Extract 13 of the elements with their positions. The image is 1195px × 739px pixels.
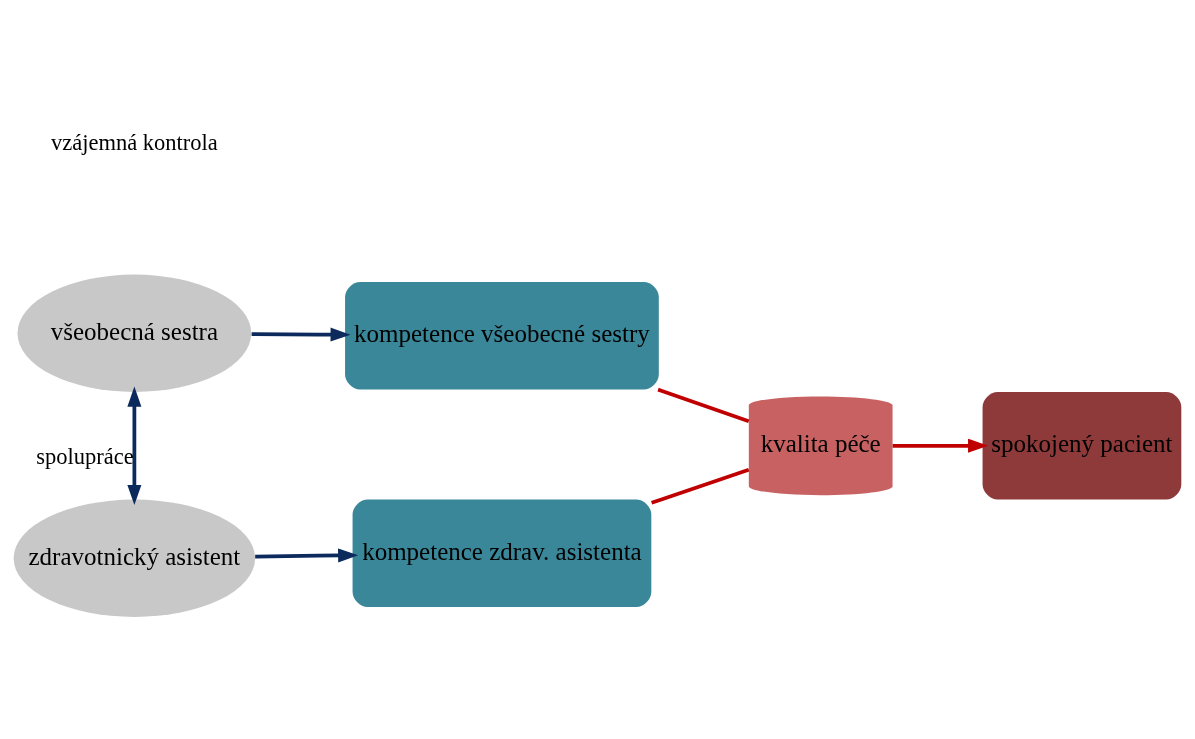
arrow — [255, 548, 359, 563]
node-box: spokojený pacient — [982, 392, 1182, 500]
edge-label: spolupráce — [36, 443, 134, 469]
connector — [657, 387, 750, 423]
node-ellipse: zdravotnický asistent — [13, 499, 256, 617]
arrow — [127, 386, 142, 506]
label: vzájemná kontrola — [50, 130, 218, 155]
arrow — [251, 327, 351, 342]
arrow — [892, 438, 989, 453]
node-box: kompetence zdrav. asistenta — [352, 499, 652, 607]
connector — [651, 468, 750, 505]
node-ellipse: všeobecná sestra — [17, 274, 252, 392]
node-box: kompetence všeobecné sestry — [345, 282, 659, 390]
